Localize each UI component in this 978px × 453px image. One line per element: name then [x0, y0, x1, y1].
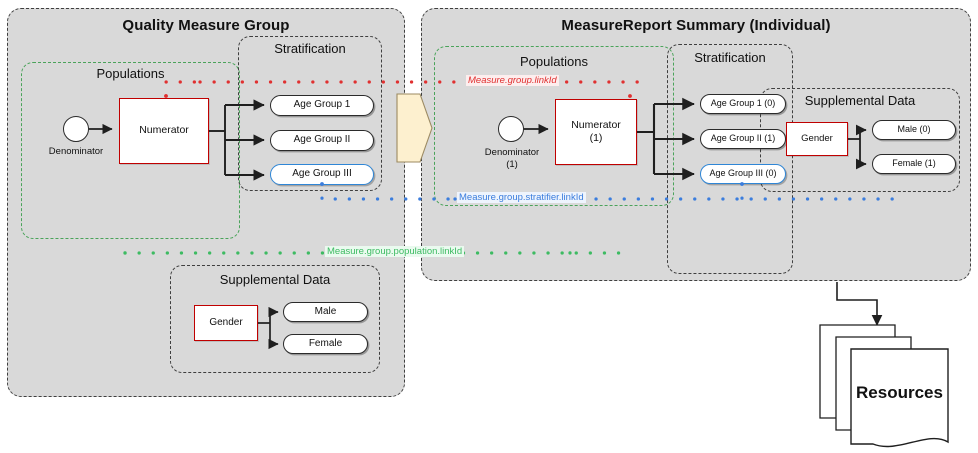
right-stratification-title: Stratification	[694, 50, 766, 65]
left-supplemental-item-female[interactable]: Female	[283, 334, 368, 354]
left-denominator-node[interactable]	[63, 116, 89, 142]
left-stratification-title: Stratification	[274, 41, 346, 56]
left-supplemental-group	[170, 265, 380, 373]
right-numerator-node[interactable]: Numerator (1)	[555, 99, 637, 165]
left-strat-item-age-group-1[interactable]: Age Group 1	[270, 95, 374, 116]
left-stratification-group	[238, 36, 382, 191]
left-populations-title: Populations	[96, 66, 165, 81]
page-title-left: Quality Measure Group	[122, 17, 290, 34]
right-populations-title: Populations	[520, 54, 588, 69]
right-supplemental-item-female[interactable]: Female (1)	[872, 154, 956, 174]
left-supplemental-source-gender[interactable]: Gender	[194, 305, 258, 341]
right-strat-item-age-group-2[interactable]: Age Group II (1)	[700, 129, 786, 149]
right-denominator-node[interactable]	[498, 116, 524, 142]
right-strat-item-age-group-1[interactable]: Age Group 1 (0)	[700, 94, 786, 114]
right-numerator-count: (1)	[589, 132, 603, 144]
left-strat-item-age-group-2[interactable]: Age Group II	[270, 130, 374, 151]
right-denominator-count: (1)	[506, 158, 518, 170]
right-denominator-label: Denominator (1)	[476, 147, 548, 171]
trace-label-stratifier-linkid: Measure.group.stratifier.linkId	[457, 192, 586, 203]
right-supplemental-item-male[interactable]: Male (0)	[872, 120, 956, 140]
resources-label: Resources	[856, 383, 943, 402]
left-denominator-label: Denominator	[48, 146, 104, 157]
right-strat-item-age-group-3[interactable]: Age Group III (0)	[700, 164, 786, 184]
right-numerator-text: Numerator	[571, 118, 621, 131]
right-populations-group	[434, 46, 674, 206]
trace-label-group-linkid: Measure.group.linkId	[466, 75, 559, 86]
right-stratification-group	[667, 44, 793, 274]
right-supplemental-title: Supplemental Data	[804, 93, 916, 108]
left-supplemental-title: Supplemental Data	[219, 272, 331, 287]
left-numerator-node[interactable]: Numerator	[119, 98, 209, 164]
panel-measurereport-summary: MeasureReport Summary (Individual)	[421, 8, 971, 281]
right-denominator-text: Denominator	[484, 147, 540, 158]
right-supplemental-source-gender[interactable]: Gender	[786, 122, 848, 156]
trace-label-population-linkid: Measure.group.population.linkId	[325, 246, 465, 257]
left-populations-group	[21, 62, 240, 239]
page-title-right: MeasureReport Summary (Individual)	[561, 17, 831, 34]
left-strat-item-age-group-3[interactable]: Age Group III	[270, 164, 374, 185]
left-supplemental-item-male[interactable]: Male	[283, 302, 368, 322]
